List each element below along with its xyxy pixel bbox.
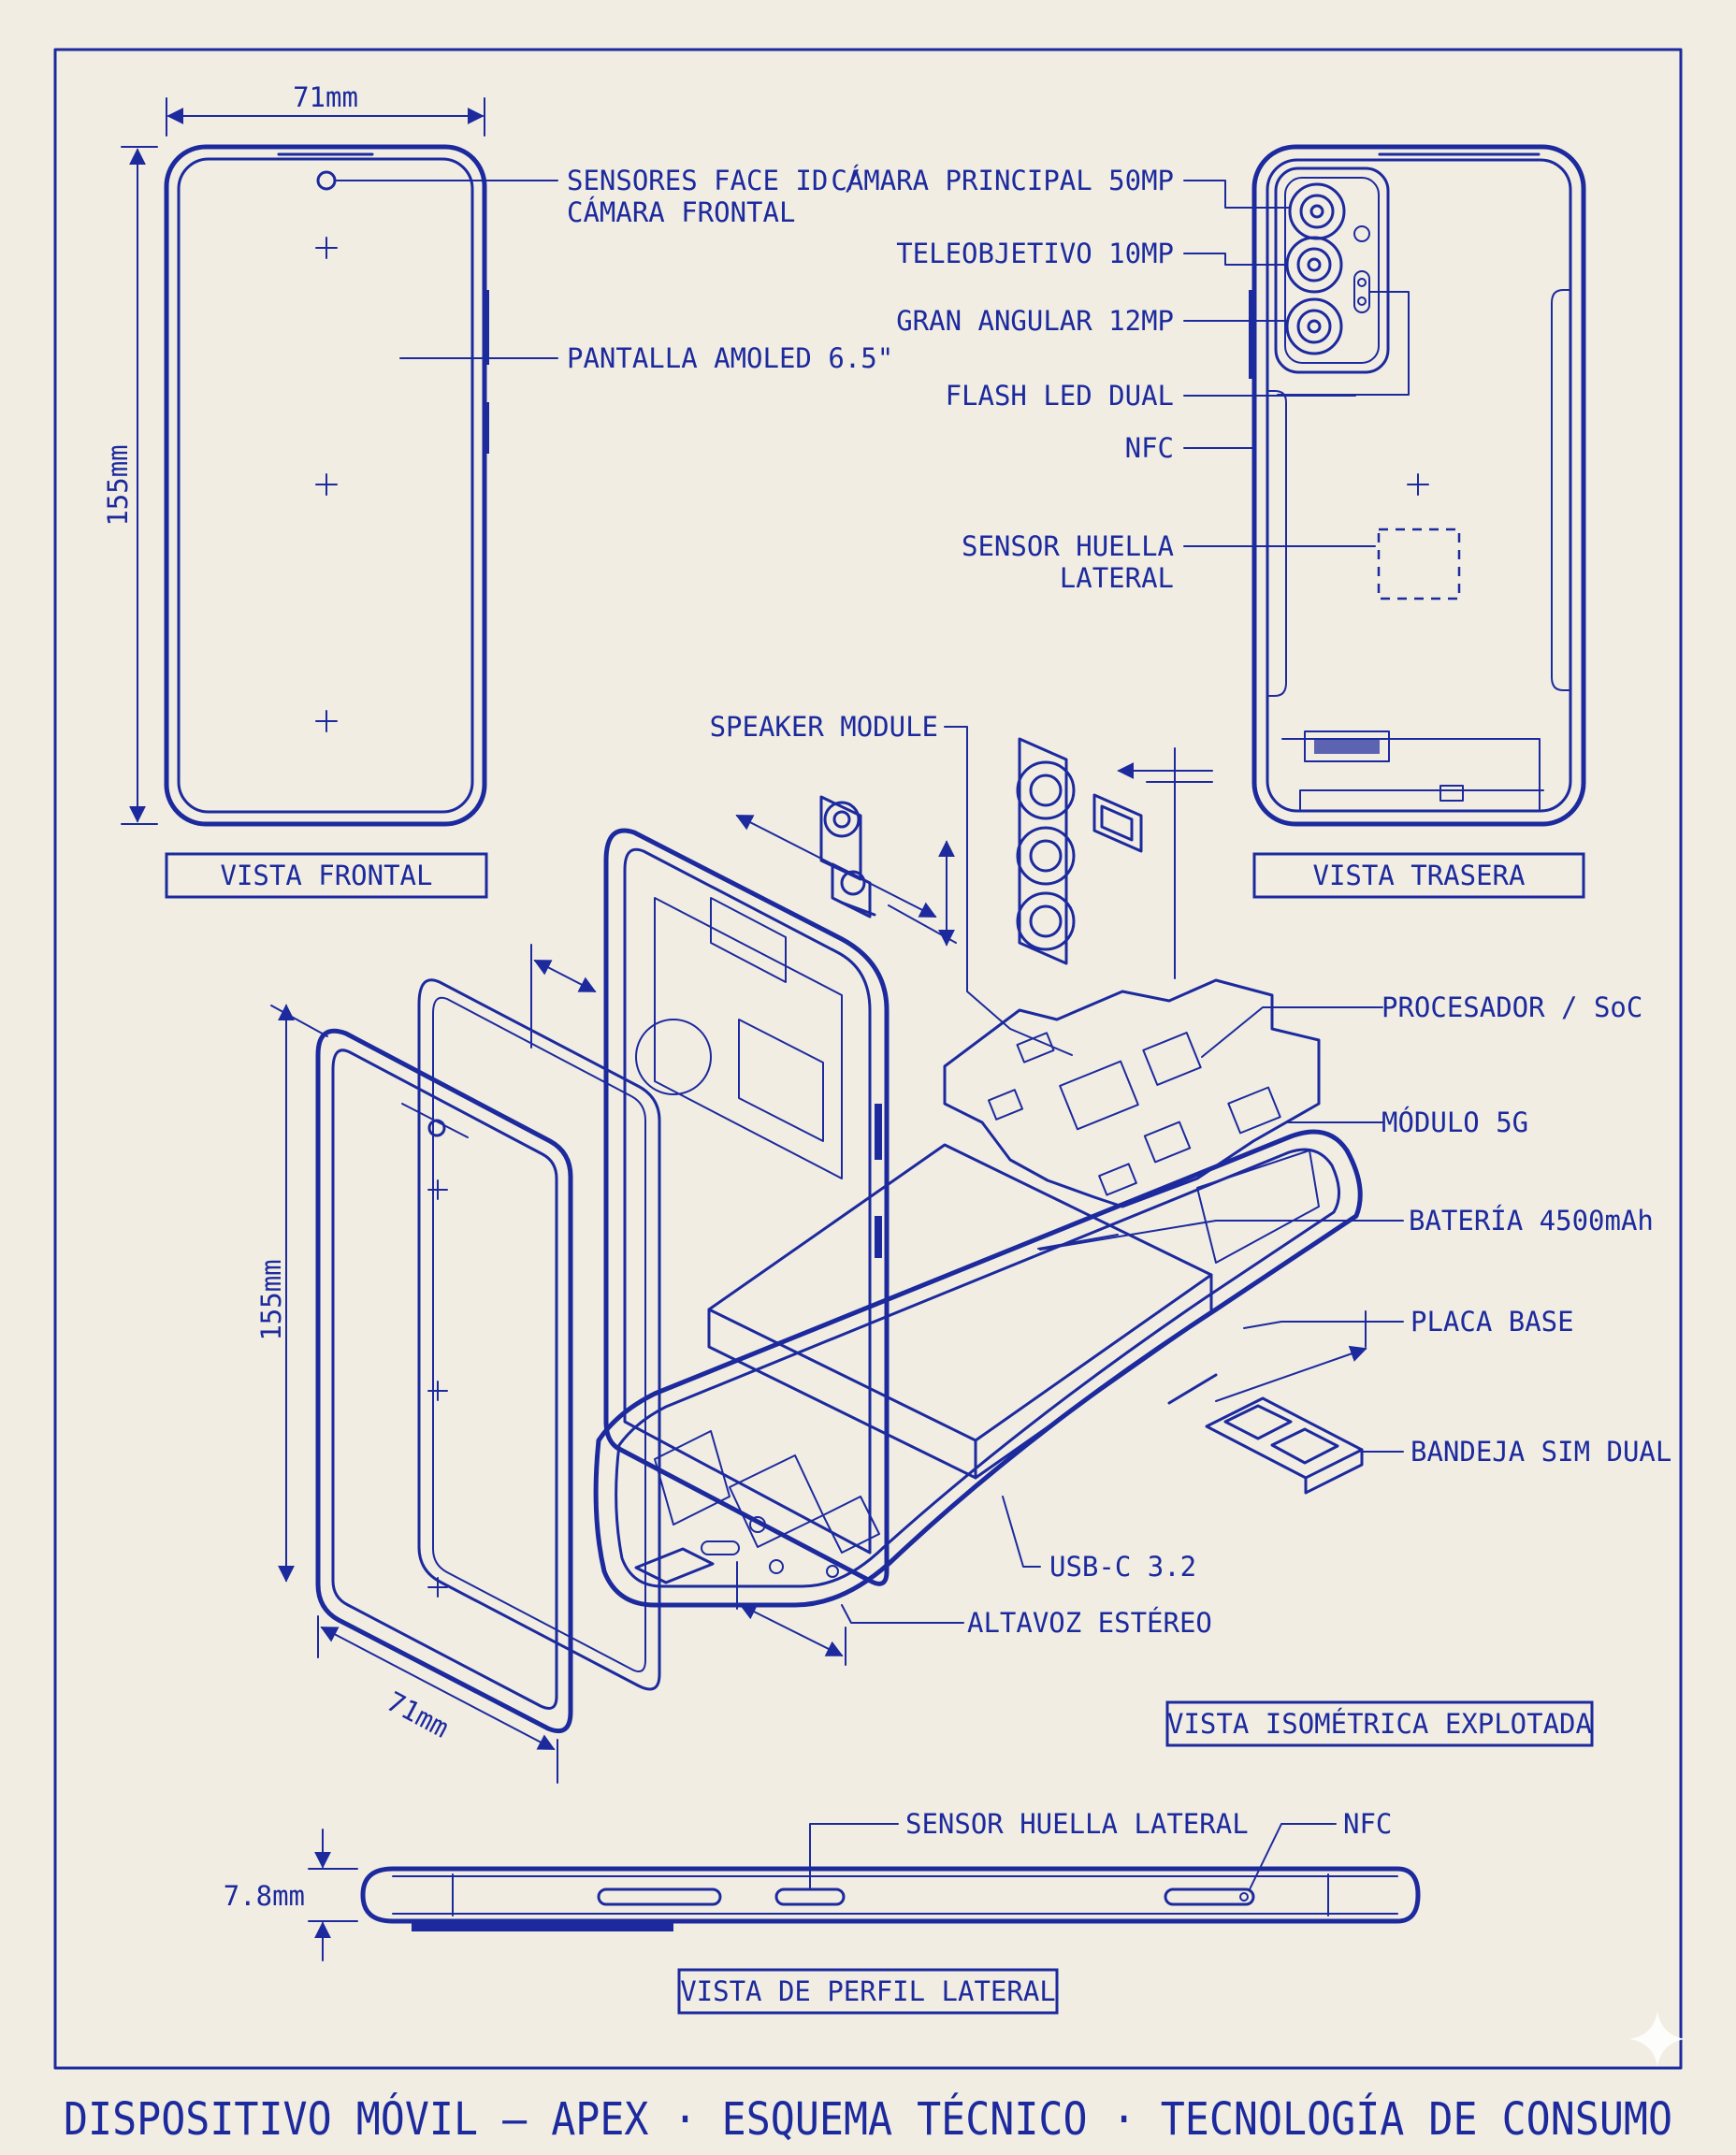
front-camera-icon — [316, 170, 337, 191]
sparkle-icon — [1629, 2011, 1685, 2067]
front-view-title: VISTA FRONTAL — [221, 860, 433, 891]
exploded-width-dim: 71mm — [382, 1685, 455, 1744]
footer-caption: DISPOSITIVO MÓVIL — APEX · ESQUEMA TÉCNI… — [64, 2092, 1672, 2146]
callout-wide: GRAN ANGULAR 12MP — [896, 305, 1174, 337]
side-thickness-dim: 7.8mm — [224, 1880, 305, 1912]
callout-main-camera: CÁMARA PRINCIPAL 50MP — [831, 165, 1174, 196]
callout-telephoto: TELEOBJETIVO 10MP — [896, 238, 1174, 269]
callout-board: PLACA BASE — [1410, 1306, 1574, 1338]
side-view-title: VISTA DE PERFIL LATERAL — [680, 1975, 1056, 2007]
callout-fingerprint-1: SENSOR HUELLA — [962, 530, 1174, 562]
callout-sim-tray: BANDEJA SIM DUAL — [1410, 1436, 1671, 1468]
callout-front-camera: CÁMARA FRONTAL — [567, 196, 795, 228]
rear-view-title: VISTA TRASERA — [1313, 860, 1526, 891]
callout-flash: FLASH LED DUAL — [946, 380, 1174, 412]
front-width-dim: 71mm — [293, 81, 358, 113]
callout-stereo-speaker: ALTAVOZ ESTÉREO — [967, 1607, 1212, 1639]
rear-view: CÁMARA PRINCIPAL 50MP TELEOBJETIVO 10MP … — [831, 144, 1586, 899]
exploded-view-title: VISTA ISOMÉTRICA EXPLOTADA — [1167, 1708, 1592, 1740]
callout-speaker-module: SPEAKER MODULE — [710, 711, 938, 743]
callout-nfc-rear: NFC — [1125, 432, 1174, 464]
callout-fingerprint-2: LATERAL — [1060, 562, 1174, 594]
front-view: 71mm 155mm SENSORES FACE ID / CÁMARA FRO… — [102, 81, 893, 899]
callout-face-id: SENSORES FACE ID / — [567, 165, 861, 196]
callout-soc: PROCESADOR / SoC — [1382, 991, 1642, 1023]
exploded-height-dim: 155mm — [255, 1259, 287, 1340]
callout-usb-c: USB-C 3.2 — [1049, 1551, 1196, 1583]
callout-side-fingerprint: SENSOR HUELLA LATERAL — [905, 1808, 1249, 1840]
callout-battery: BATERÍA 4500mAh — [1409, 1205, 1654, 1237]
sheet-border — [53, 48, 1683, 2070]
front-height-dim: 155mm — [102, 444, 134, 526]
side-view: 7.8mm SENSOR HUELLA LATERAL NFC VISTA DE… — [224, 1808, 1421, 2015]
callout-side-nfc: NFC — [1343, 1808, 1392, 1840]
callout-5g: MÓDULO 5G — [1382, 1106, 1528, 1138]
callout-screen: PANTALLA AMOLED 6.5" — [567, 342, 893, 374]
exploded-view: 155mm 71mm SPEAKER MODULE PROCESADOR / S… — [255, 711, 1671, 1784]
